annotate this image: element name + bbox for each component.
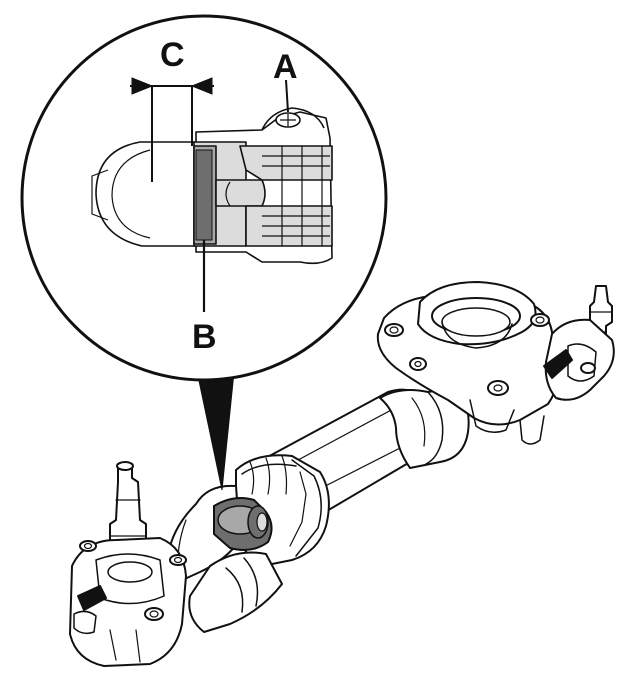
- magnifier-pointer: [197, 371, 235, 491]
- label-b: B: [192, 318, 217, 356]
- left-valve-lever: [77, 585, 107, 611]
- lower-hose: [188, 551, 283, 633]
- label-c: C: [160, 36, 185, 74]
- detail-magnifier: [20, 14, 388, 382]
- pipe-assembly: [69, 281, 615, 667]
- leader-a: [285, 79, 289, 113]
- dimension-c: [130, 77, 214, 182]
- detail-end-cap: [95, 141, 197, 247]
- right-valve-lever: [543, 349, 573, 379]
- label-a: A: [273, 48, 298, 86]
